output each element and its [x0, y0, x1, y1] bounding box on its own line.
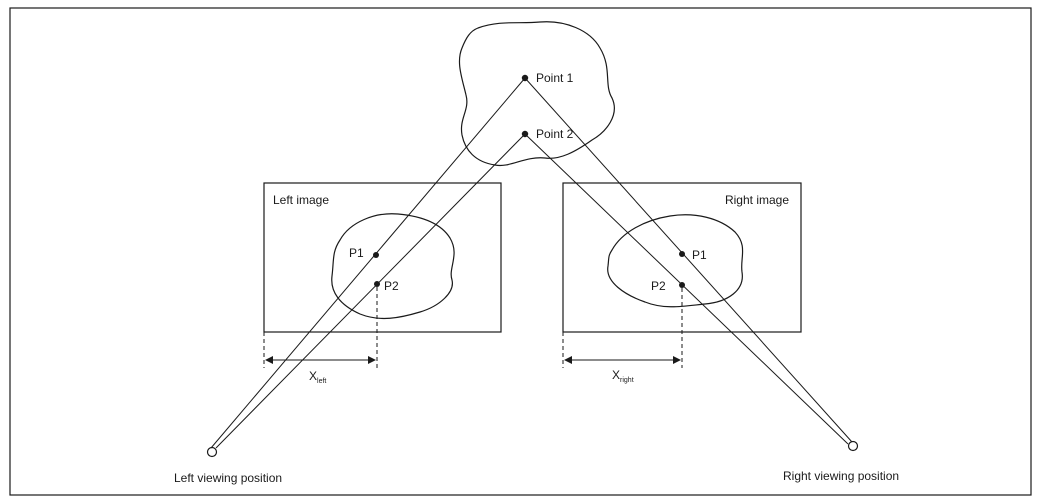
sight-line-point1-right — [524, 77, 853, 443]
left-p2-label: P2 — [384, 279, 399, 293]
left-viewing-position-marker — [206, 446, 218, 458]
right-p1-dot — [679, 251, 685, 257]
left-p1-dot — [373, 252, 379, 258]
x-right-label: Xright — [612, 368, 634, 384]
right-p2-label: P2 — [651, 279, 666, 293]
x-left-label-main: X — [309, 369, 317, 383]
x-right-label-main: X — [612, 368, 620, 382]
left-p2-dot — [374, 281, 380, 287]
left-p1-label: P1 — [349, 246, 364, 260]
left-image-label: Left image — [273, 193, 329, 207]
right-viewing-position-label: Right viewing position — [783, 469, 899, 483]
sight-line-point1-left — [210, 77, 526, 449]
right-viewing-position-marker — [847, 440, 859, 452]
outer-frame — [9, 7, 1032, 496]
left-viewing-position-label: Left viewing position — [174, 471, 282, 485]
sight-line-point2-left — [215, 133, 526, 449]
x-left-label-sub: left — [317, 378, 326, 385]
object-blob — [458, 21, 615, 167]
point1-label: Point 1 — [536, 71, 574, 85]
sight-line-point2-right — [524, 133, 849, 445]
right-p1-label: P1 — [692, 248, 707, 262]
right-image-label: Right image — [725, 193, 789, 207]
x-right-label-sub: right — [620, 377, 634, 384]
left-image-frame — [263, 182, 502, 333]
right-p2-dot — [679, 282, 685, 288]
point1-dot — [521, 74, 529, 82]
point2-dot — [521, 130, 529, 138]
right-image-blob — [607, 214, 744, 308]
point2-label: Point 2 — [536, 127, 574, 141]
left-image-blob — [331, 213, 455, 320]
x-left-label: Xleft — [309, 369, 326, 385]
